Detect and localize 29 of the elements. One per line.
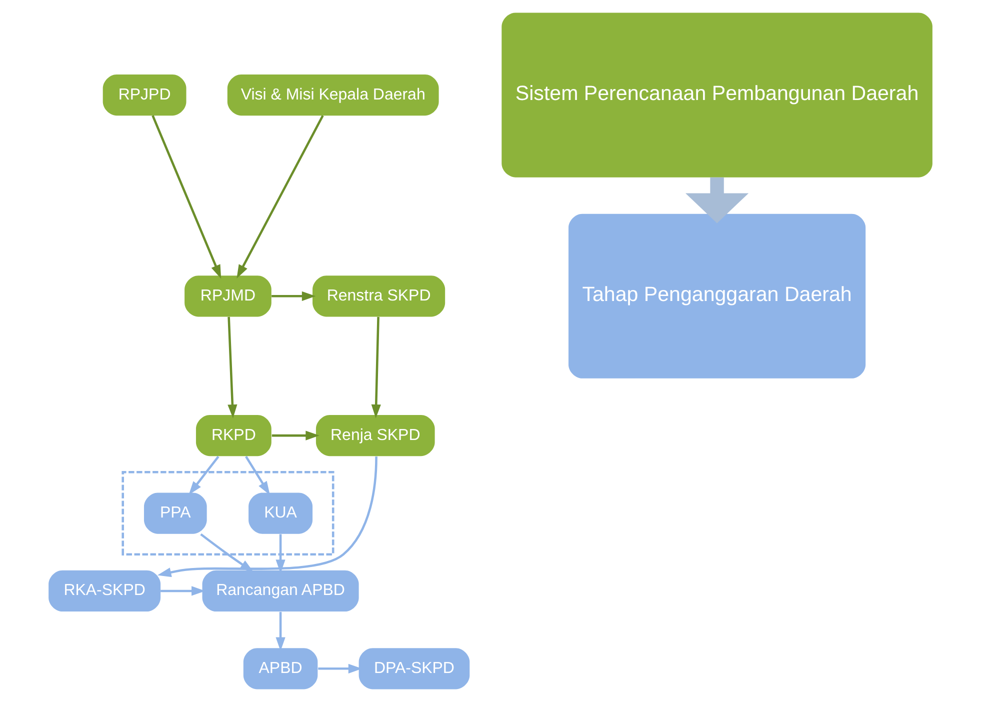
arrow — [272, 430, 320, 440]
arrow — [276, 612, 286, 652]
node-box: RKA-SKPD — [48, 570, 161, 612]
arrow — [686, 177, 749, 224]
node-box: APBD — [243, 648, 318, 690]
node-box: RPJPD — [102, 74, 186, 116]
arrow — [276, 534, 286, 574]
node-box: Sistem Perencanaan Pembangunan Daerah — [502, 12, 932, 178]
arrow — [200, 533, 254, 572]
arrow — [228, 316, 238, 418]
node-box: Rancangan APBD — [202, 570, 359, 612]
node-box: Renja SKPD — [316, 415, 435, 456]
node-box: PPA — [144, 492, 207, 534]
node-box: RKPD — [196, 415, 272, 456]
arrow — [152, 115, 222, 279]
arrow — [371, 316, 381, 418]
node-box: KUA — [248, 492, 313, 534]
arrow — [157, 456, 378, 578]
arrow — [236, 115, 324, 279]
node-box: Tahap Penganggaran Daerah — [568, 214, 866, 378]
arrow — [188, 456, 220, 495]
node-box: Renstra SKPD — [312, 276, 446, 317]
arrow — [272, 291, 316, 301]
node-box: Visi & Misi Kepala Daerah — [227, 74, 439, 116]
arrow — [160, 586, 206, 596]
cluster — [122, 470, 334, 556]
arrow — [245, 456, 270, 496]
node-box: RPJMD — [184, 276, 272, 317]
node-box: DPA-SKPD — [358, 648, 470, 690]
